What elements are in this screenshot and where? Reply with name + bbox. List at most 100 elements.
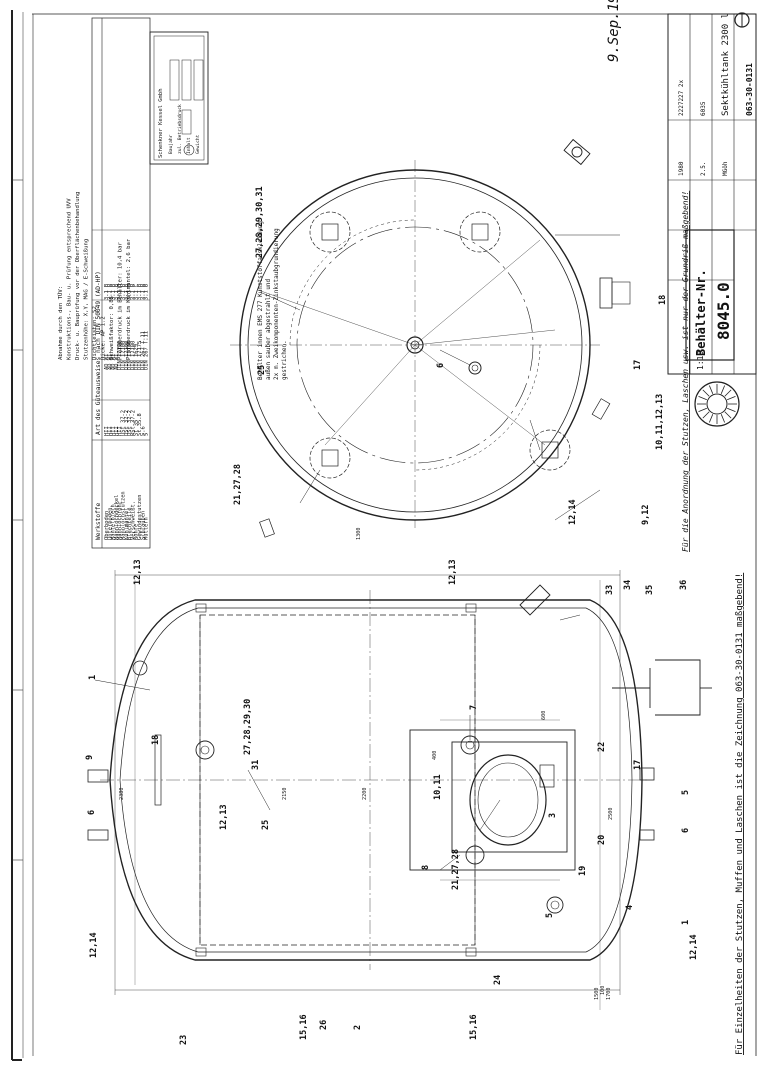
elev-legs xyxy=(612,659,712,716)
table-cell: AD W1 xyxy=(114,354,120,370)
table-cell: USt 37-2 xyxy=(127,410,133,436)
callout-elev-12-14-left: 12,14 xyxy=(89,932,99,958)
callout-elev-6-right: 6 xyxy=(681,828,691,833)
table-cell: St 35 xyxy=(134,420,140,436)
callout-elev-21-27-28: 21,27,28 xyxy=(451,849,461,890)
table-cell: 3.1 B xyxy=(104,284,110,300)
table-cell: Unterboden xyxy=(107,508,113,540)
title-block xyxy=(667,13,757,375)
callout-elev-26: 26 xyxy=(319,1020,329,1030)
note-line: Abnahme durch den TÜV: xyxy=(57,286,64,360)
part-number: 063-30-0131 xyxy=(745,63,754,116)
table-cell: 3.1 B xyxy=(137,284,143,300)
behaelter-label: Behälter-Nr. xyxy=(694,269,708,356)
table-cell: Mannlochdeckel xyxy=(114,495,120,540)
callout-elev-18: 18 xyxy=(151,735,161,745)
table-cell: 3.1 B xyxy=(127,284,133,300)
behaelter-number: 8045.0 xyxy=(714,282,733,340)
callout-elev-36: 36 xyxy=(679,580,689,590)
seal-ray xyxy=(698,395,707,401)
table-cell: DIN 1629 xyxy=(134,344,140,370)
table-cell: 3.1 B xyxy=(140,284,146,300)
table-cell: St 35.8 xyxy=(137,413,143,436)
table-cell: Blechteile xyxy=(127,508,133,540)
plan-leg-pads xyxy=(309,211,571,479)
table-cell: DIN 267 T.11 xyxy=(144,331,150,370)
table-cell: 3.1 B xyxy=(117,284,123,300)
table-cell: Muttern xyxy=(144,517,150,540)
title-no2: 6035 xyxy=(700,101,707,116)
table-cell: USt 37-2 xyxy=(124,410,130,436)
dim-100: 100 xyxy=(600,986,606,995)
table-cell: RSt 37-2 xyxy=(130,410,136,436)
dim-2380: 2380 xyxy=(119,788,125,801)
table-header-material: Werkstoffe xyxy=(95,502,102,540)
table-cell: 5.6 xyxy=(140,426,146,436)
callout-elev-12-13-left: 12,13 xyxy=(133,559,143,585)
table-cell: 3.1 B xyxy=(124,284,130,300)
title-scale: 1:10 xyxy=(696,351,705,370)
table-cell: 3.1 B xyxy=(107,284,113,300)
dim-1300: 1300 xyxy=(356,528,362,541)
callout-10-13: 10,11,12,13 xyxy=(655,394,665,450)
table-cell: Mannlochstutzen xyxy=(121,491,127,540)
material-table: Werkstoffe Art des Güteausweises nach DI… xyxy=(91,17,151,549)
dim-2500: 2500 xyxy=(608,808,614,821)
elev-manway xyxy=(409,729,576,871)
elev-outer-shell xyxy=(109,599,643,961)
callout-elev-34: 34 xyxy=(623,580,633,590)
callout-21-27-28: 21,27,28 xyxy=(233,464,243,505)
drawing-title: Sektkühltank 2300 l xyxy=(721,13,731,116)
callout-elev-25: 25 xyxy=(261,820,271,830)
callout-plan-18: 18 xyxy=(658,295,668,305)
leader-lines xyxy=(94,234,620,871)
callout-elev-17: 17 xyxy=(633,760,643,770)
note-line: Schweißfaktor: 0,85 xyxy=(109,296,115,360)
nameplate-title: Schenkner Kessel Gmbh xyxy=(158,88,164,158)
seal-ray xyxy=(727,407,736,413)
dim-600: 600 xyxy=(541,711,547,720)
callout-elev-8: 8 xyxy=(421,865,431,870)
table-cell: HII xyxy=(114,426,120,436)
callout-elev-4: 4 xyxy=(625,905,635,910)
callout-elev-27-30: 27,28,29,30 xyxy=(243,699,253,755)
seal-ray xyxy=(720,385,726,394)
table-cell: Mannlochrohr xyxy=(117,500,123,540)
lining-note-line: Behälter innen EMS 277 Kunststoffausklei… xyxy=(257,221,264,380)
table-cell: 3.1 B xyxy=(121,284,127,300)
table-cell: AD W1 xyxy=(104,354,110,370)
callout-elev-1-top: 1 xyxy=(88,675,98,680)
dim-1500: 1500 xyxy=(594,988,600,1001)
note-line: Dicke: AP 1.2 xyxy=(101,316,107,360)
table-cell: 3.1 C xyxy=(134,284,140,300)
title-date: 2.5. xyxy=(700,162,707,176)
callout-27-31: 27,28,29,30,31 xyxy=(255,186,265,258)
plan-view xyxy=(230,138,631,538)
elevation-view xyxy=(87,570,712,1010)
table-cell: DIN 17100 xyxy=(130,341,136,370)
callout-elev-10-11: 10,11 xyxy=(433,774,443,800)
plan-note: Für die Anordnung der Stutzen, Laschen u… xyxy=(681,191,690,552)
nameplate-line: Inhalt xyxy=(186,137,192,154)
nameplate-line: zul. Betriebsdruck xyxy=(177,104,183,154)
callout-elev-7: 7 xyxy=(469,705,479,710)
callout-elev-24: 24 xyxy=(493,975,503,985)
callout-elev-20: 20 xyxy=(597,835,607,845)
dim-1700: 1700 xyxy=(606,988,612,1001)
note-line: Druck- u. Bauprüfung vor der Oberflächen… xyxy=(75,192,81,360)
callout-elev-35: 35 xyxy=(645,585,655,595)
callout-elev-31: 31 xyxy=(251,760,261,770)
callout-plan-25: 25 xyxy=(257,365,267,375)
callout-elev-15-16-right: 15,16 xyxy=(469,1014,479,1040)
plan-manway-nozzle xyxy=(563,138,591,166)
seal-ray xyxy=(724,411,732,419)
note-line: Konstruktions-, Bau- u. Prüfung entsprec… xyxy=(67,198,73,360)
table-cell: HII xyxy=(117,426,123,436)
lining-note-line: außen sauber abgestrahlt und xyxy=(265,278,272,380)
stamp-date: 9.Sep.1986 xyxy=(606,0,622,62)
table-cell: Schrauben xyxy=(140,511,146,540)
callout-elev-2: 2 xyxy=(353,1025,363,1030)
table-cell: DIN 17175 xyxy=(137,341,143,370)
callout-elev-33: 33 xyxy=(605,585,615,595)
callout-plan-6: 6 xyxy=(436,363,446,368)
